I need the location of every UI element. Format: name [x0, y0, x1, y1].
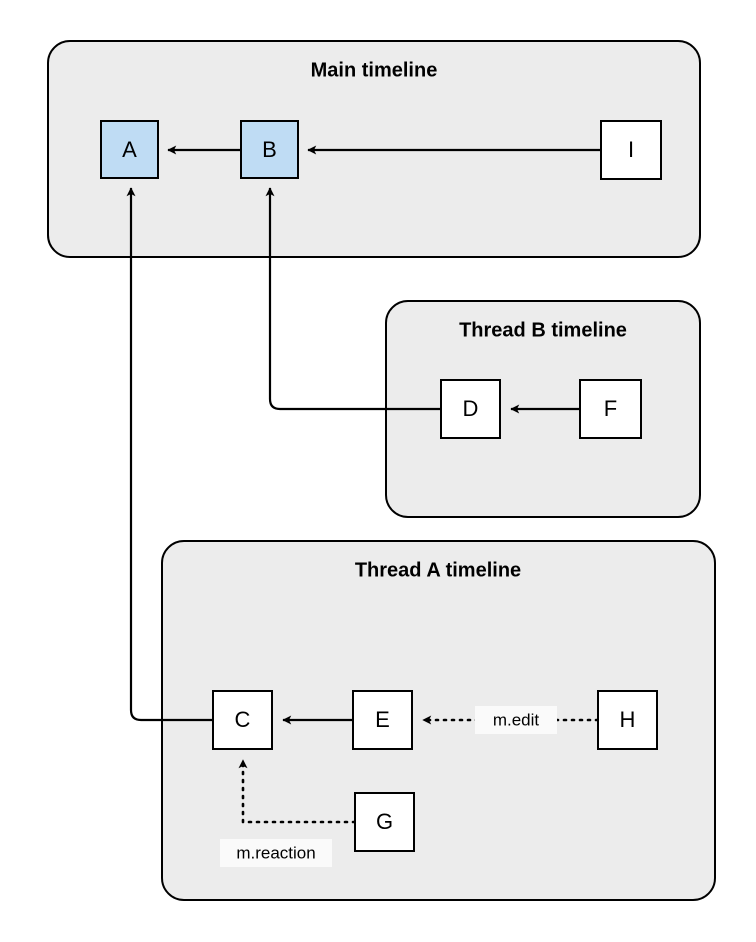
edge-label-m-reaction: m.reaction: [220, 839, 332, 867]
node-rect-F[interactable]: [579, 379, 642, 439]
node-H[interactable]: H: [597, 690, 658, 750]
node-label-G: G: [376, 809, 393, 834]
node-label-I: I: [628, 137, 634, 162]
node-D[interactable]: D: [440, 379, 501, 439]
node-rect-B[interactable]: [240, 120, 299, 179]
group-title-main: Main timeline: [311, 59, 438, 81]
node-label-E: E: [375, 707, 390, 732]
edge-d-to-b: [265, 187, 441, 411]
node-C[interactable]: C: [212, 690, 273, 750]
node-rect-H[interactable]: [597, 690, 658, 750]
node-rect-G[interactable]: [354, 792, 415, 852]
edge-g-to-c: [238, 758, 357, 824]
edge-label-text-m-reaction: m.reaction: [236, 843, 315, 862]
node-label-F: F: [604, 396, 617, 421]
node-rect-A[interactable]: [100, 120, 159, 179]
node-label-C: C: [235, 707, 251, 732]
node-B[interactable]: B: [240, 120, 299, 179]
node-label-B: B: [262, 137, 277, 162]
edge-label-text-m-edit: m.edit: [493, 710, 540, 729]
node-I[interactable]: I: [600, 120, 662, 180]
node-E[interactable]: E: [352, 690, 413, 750]
node-rect-C[interactable]: [212, 690, 273, 750]
group-title-thread-a: Thread A timeline: [355, 559, 521, 581]
edge-label-bg-m-edit: [475, 706, 557, 734]
node-label-H: H: [620, 707, 636, 732]
group-title-thread-b: Thread B timeline: [459, 319, 627, 341]
node-A[interactable]: A: [100, 120, 159, 179]
edge-c-to-a: [126, 187, 213, 722]
edge-label-bg-m-reaction: [220, 839, 332, 867]
node-F[interactable]: F: [579, 379, 642, 439]
node-label-A: A: [122, 137, 137, 162]
node-label-D: D: [463, 396, 479, 421]
node-rect-I[interactable]: [600, 120, 662, 180]
node-G[interactable]: G: [354, 792, 415, 852]
node-rect-D[interactable]: [440, 379, 501, 439]
node-rect-E[interactable]: [352, 690, 413, 750]
edge-label-m-edit: m.edit: [475, 706, 557, 734]
